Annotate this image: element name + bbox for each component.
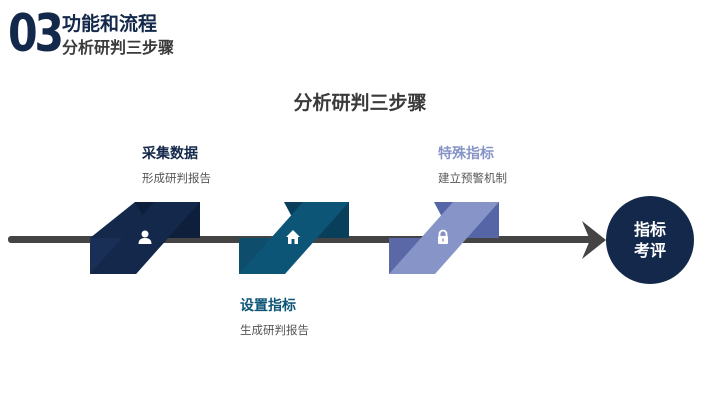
home-icon xyxy=(286,230,300,244)
user-icon xyxy=(138,230,152,244)
step-2-title: 设置指标 xyxy=(240,298,296,314)
step-3-desc: 建立预警机制 xyxy=(438,171,507,185)
section-subtitle: 分析研判三步骤 xyxy=(62,38,175,57)
page-title: 分析研判三步骤 xyxy=(293,92,427,114)
end-label-line2: 考评 xyxy=(633,241,666,260)
lock-icon xyxy=(438,229,448,244)
end-circle: 指标 考评 xyxy=(606,196,694,284)
step-1-desc: 形成研判报告 xyxy=(142,171,211,185)
end-label-line1: 指标 xyxy=(633,220,666,239)
step-3-title: 特殊指标 xyxy=(438,146,494,162)
section-number: 03 xyxy=(8,4,64,64)
step-1-title: 采集数据 xyxy=(142,146,198,162)
arrow-head-icon xyxy=(582,221,606,259)
step-2-desc: 生成研判报告 xyxy=(240,323,309,337)
section-title: 功能和流程 xyxy=(62,13,158,35)
